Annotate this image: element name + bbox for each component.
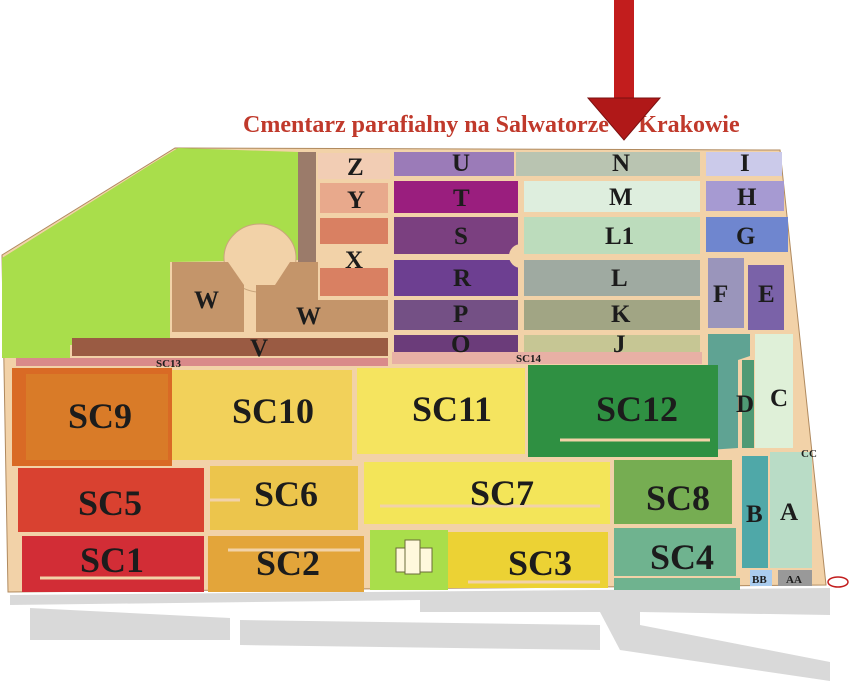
section-y[interactable] — [320, 183, 388, 213]
section-sc9[interactable] — [26, 374, 168, 460]
section-p[interactable] — [394, 300, 518, 330]
section-z[interactable] — [318, 153, 390, 179]
section-e[interactable] — [748, 265, 784, 330]
section-sc12[interactable] — [528, 365, 718, 457]
section-h[interactable] — [706, 181, 784, 211]
label-v: V — [250, 335, 268, 362]
label-b: B — [746, 501, 763, 528]
label-l1: L1 — [605, 223, 634, 250]
section-c[interactable] — [755, 334, 793, 448]
label-p: P — [453, 301, 468, 328]
section-sc5[interactable] — [18, 468, 204, 532]
section-b[interactable] — [742, 456, 768, 568]
label-d: D — [736, 391, 754, 418]
green-area — [2, 148, 298, 358]
section-m[interactable] — [524, 181, 700, 212]
label-c: C — [770, 385, 788, 412]
label-l: L — [611, 265, 628, 292]
label-w-right: W — [296, 303, 321, 330]
label-r: R — [453, 265, 472, 292]
section-sc3[interactable] — [448, 532, 608, 588]
section-sc1[interactable] — [22, 536, 204, 592]
label-aa: AA — [786, 574, 802, 586]
emblem-icon — [827, 576, 849, 588]
section-a[interactable] — [770, 452, 812, 568]
section-j[interactable] — [524, 335, 700, 352]
map-title: Cmentarz parafialny na Salwatorze w Krak… — [243, 112, 740, 138]
label-k: K — [611, 301, 631, 328]
label-sc3: SC3 — [508, 543, 572, 583]
section-l1[interactable] — [524, 217, 700, 254]
section-sc7[interactable] — [364, 462, 610, 524]
section-sc4-bottom — [614, 578, 740, 590]
section-v[interactable] — [72, 338, 388, 356]
section-bb[interactable] — [750, 570, 772, 586]
section-s[interactable] — [394, 217, 518, 254]
section-o[interactable] — [394, 335, 518, 352]
chapel-icon — [395, 539, 433, 575]
label-w-left: W — [194, 287, 219, 314]
section-aa[interactable] — [778, 570, 812, 586]
section-d-inner[interactable] — [742, 360, 754, 448]
label-j: J — [613, 331, 626, 358]
label-sc13: SC13 — [156, 358, 182, 370]
label-a: A — [780, 499, 798, 526]
label-h: H — [737, 184, 757, 211]
section-n[interactable] — [516, 152, 700, 176]
section-i[interactable] — [706, 152, 782, 176]
section-sc4[interactable] — [614, 528, 736, 576]
arrow-down-icon — [586, 0, 662, 141]
section-r[interactable] — [394, 260, 518, 296]
walkways — [40, 438, 710, 584]
section-sc10[interactable] — [172, 370, 352, 460]
label-o: O — [451, 331, 470, 358]
label-m: M — [609, 184, 633, 211]
section-x-bottom[interactable] — [320, 268, 388, 296]
label-sc12: SC12 — [596, 389, 678, 429]
label-sc10: SC10 — [232, 391, 314, 431]
label-cc: CC — [801, 448, 817, 460]
label-t: T — [453, 185, 470, 212]
section-w-left[interactable] — [172, 262, 244, 332]
section-d[interactable] — [708, 334, 750, 450]
section-sc8[interactable] — [614, 460, 732, 524]
section-f[interactable] — [708, 258, 744, 328]
label-u: U — [452, 150, 470, 177]
road — [10, 588, 830, 681]
section-k[interactable] — [524, 300, 700, 330]
section-sc13[interactable] — [16, 358, 388, 366]
label-sc2: SC2 — [256, 543, 320, 583]
label-sc1: SC1 — [80, 540, 144, 580]
label-e: E — [758, 281, 775, 308]
section-w-right[interactable] — [256, 262, 388, 332]
label-f: F — [713, 281, 728, 308]
label-x: X — [345, 247, 363, 274]
label-i: I — [740, 150, 750, 177]
label-sc7: SC7 — [470, 473, 534, 513]
label-sc9: SC9 — [68, 396, 132, 436]
section-t[interactable] — [394, 181, 518, 213]
section-sc2[interactable] — [208, 536, 364, 592]
section-u[interactable] — [394, 152, 514, 176]
section-x-top[interactable] — [320, 218, 388, 244]
label-sc4: SC4 — [650, 537, 714, 577]
label-y: Y — [347, 187, 365, 214]
section-sc6[interactable] — [210, 466, 358, 530]
label-sc5: SC5 — [78, 483, 142, 523]
label-z: Z — [347, 154, 364, 181]
section-g[interactable] — [706, 217, 788, 252]
label-s: S — [454, 223, 468, 250]
label-sc8: SC8 — [646, 478, 710, 518]
label-sc14: SC14 — [516, 353, 542, 365]
label-n: N — [612, 150, 630, 177]
label-bb: BB — [752, 574, 767, 586]
label-sc6: SC6 — [254, 474, 318, 514]
label-g: G — [736, 223, 755, 250]
section-sc11[interactable] — [357, 368, 525, 454]
section-sc14[interactable] — [392, 352, 702, 364]
section-l[interactable] — [524, 260, 700, 296]
label-sc11: SC11 — [412, 389, 492, 429]
